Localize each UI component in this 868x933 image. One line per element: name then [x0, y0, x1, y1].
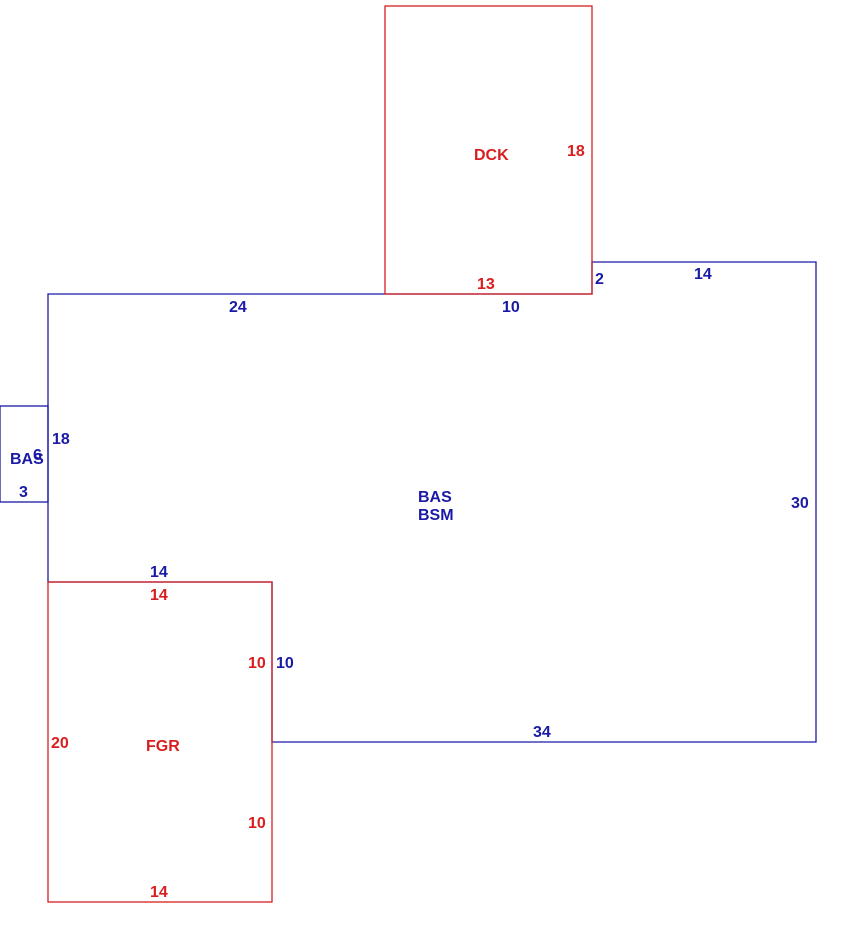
dim-main-top-left: 24 [229, 299, 247, 316]
dck-outline [384, 5, 593, 295]
dim-small-depth: 3 [19, 484, 28, 501]
dim-fgr-left: 20 [51, 735, 69, 752]
dim-dck-bottom: 13 [477, 276, 495, 293]
dim-dck-right: 18 [567, 143, 585, 160]
fgr-code: FGR [146, 738, 180, 755]
bas-main-code: BAS [418, 489, 452, 506]
dim-main-top-of-garage: 14 [150, 564, 168, 581]
dim-fgr-right-upper: 10 [248, 655, 266, 672]
bsm-main-code: BSM [418, 507, 454, 524]
dim-main-top-right: 14 [694, 266, 712, 283]
dim-main-bottom: 34 [533, 724, 551, 741]
dim-small-width: 6 [33, 447, 42, 464]
dim-fgr-right-lower: 10 [248, 815, 266, 832]
bas-small-code: BAS [10, 451, 44, 468]
dim-main-step-lower: 10 [276, 655, 294, 672]
dim-main-right: 30 [791, 495, 809, 512]
dim-main-top-under-deck: 10 [502, 299, 520, 316]
dim-fgr-top: 14 [150, 587, 168, 604]
dim-main-left: 18 [52, 431, 70, 448]
dim-main-step: 2 [595, 271, 604, 288]
fgr-outline [47, 581, 273, 903]
bas-small-outline [0, 405, 49, 503]
dck-code: DCK [474, 147, 509, 164]
dim-fgr-bottom: 14 [150, 884, 168, 901]
